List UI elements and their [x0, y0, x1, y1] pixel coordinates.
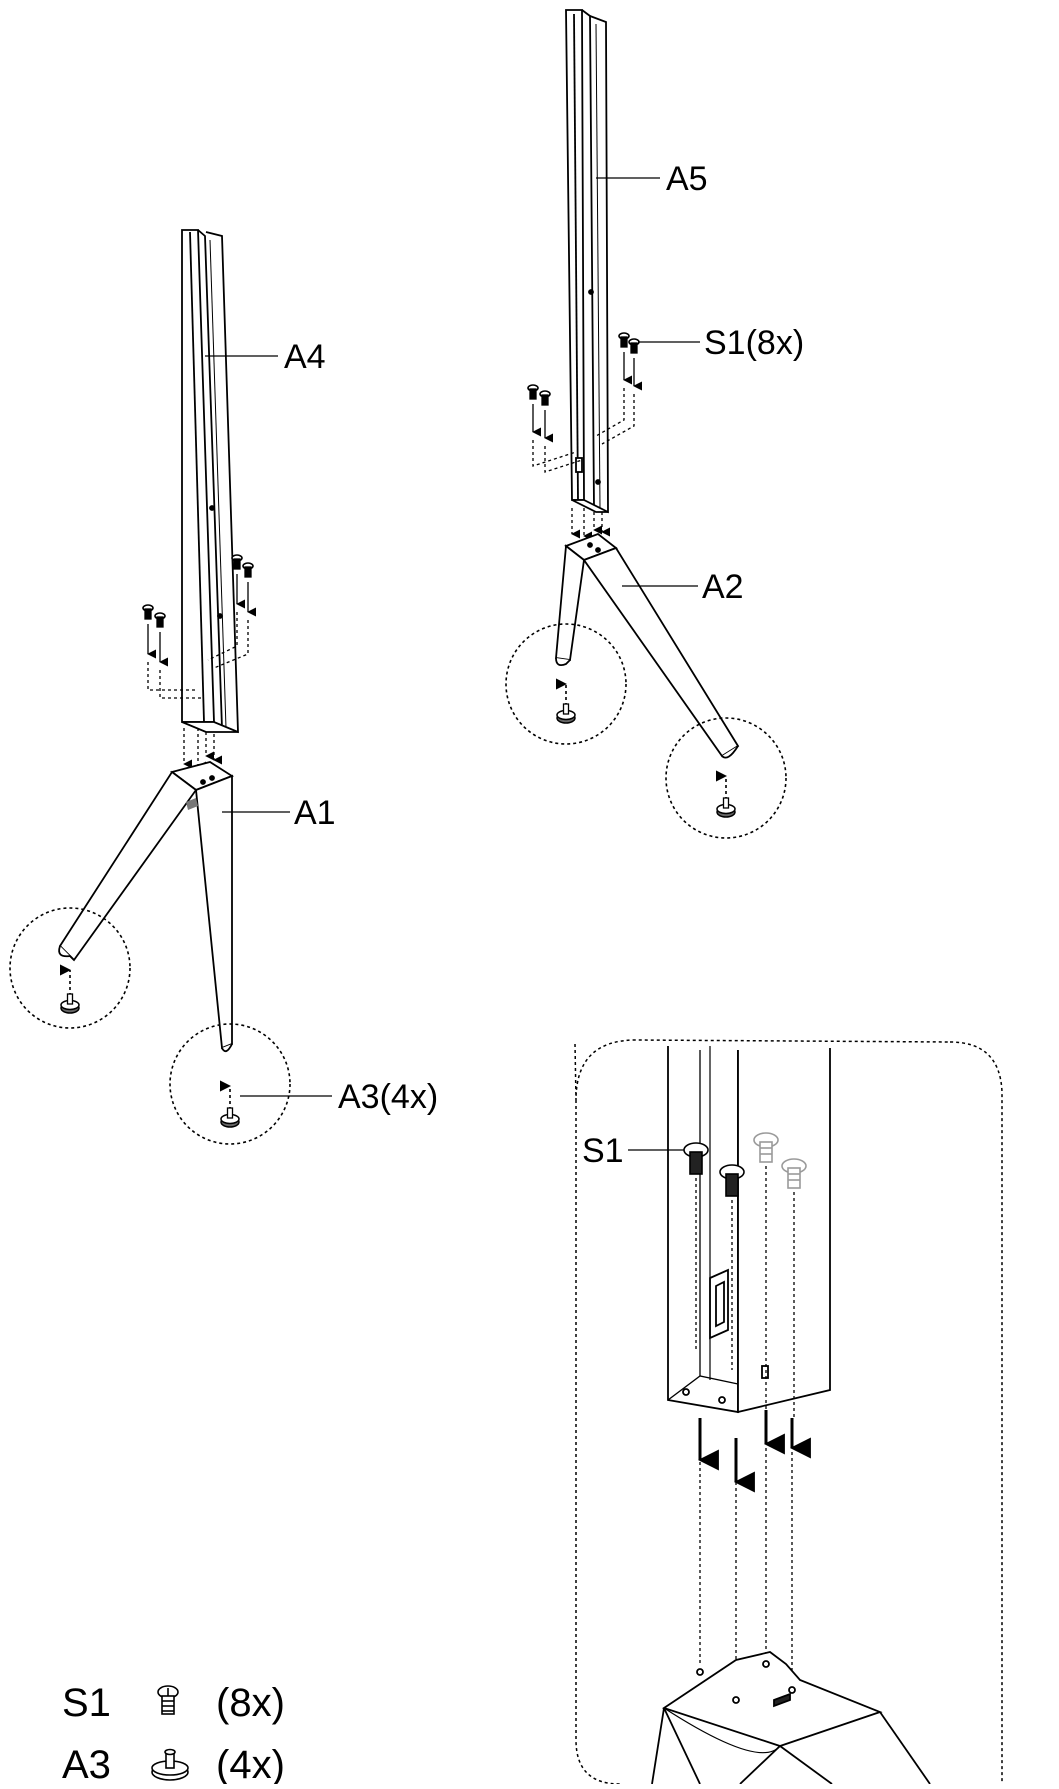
legend-row-s1: S1 (8x) — [62, 1681, 285, 1725]
callout-a2: A2 — [702, 568, 744, 606]
callout-a5: A5 — [666, 160, 708, 198]
left-foot-details — [9, 907, 291, 1145]
right-post-a5 — [565, 9, 609, 514]
legend-code: S1 — [62, 1681, 111, 1725]
legend-qty: (4x) — [216, 1743, 285, 1784]
left-screws — [142, 554, 257, 771]
right-base-a2 — [555, 532, 740, 759]
callout-s1: S1(8x) — [704, 324, 804, 362]
left-base-a1 — [58, 761, 234, 1053]
callout-a1: A1 — [294, 794, 336, 832]
right-foot-details — [505, 623, 787, 839]
legend-row-a3: A3 (4x) — [62, 1743, 285, 1787]
callout-a4: A4 — [284, 338, 326, 376]
left-post-a4 — [181, 229, 239, 734]
detail-panel — [574, 1039, 1003, 1785]
callout-a3: A3(4x) — [338, 1078, 438, 1116]
foot-glide-icon — [151, 1748, 189, 1781]
detail-callout-s1: S1 — [582, 1132, 624, 1170]
parts-legend: S1 (8x) A3 (4x) — [62, 1681, 285, 1787]
leader-lines — [205, 177, 700, 1097]
right-screws — [527, 332, 643, 541]
bolt-icon — [157, 1685, 179, 1715]
legend-qty: (8x) — [216, 1681, 285, 1725]
legend-code: A3 — [62, 1743, 111, 1784]
detail-bolts — [628, 1132, 807, 1197]
